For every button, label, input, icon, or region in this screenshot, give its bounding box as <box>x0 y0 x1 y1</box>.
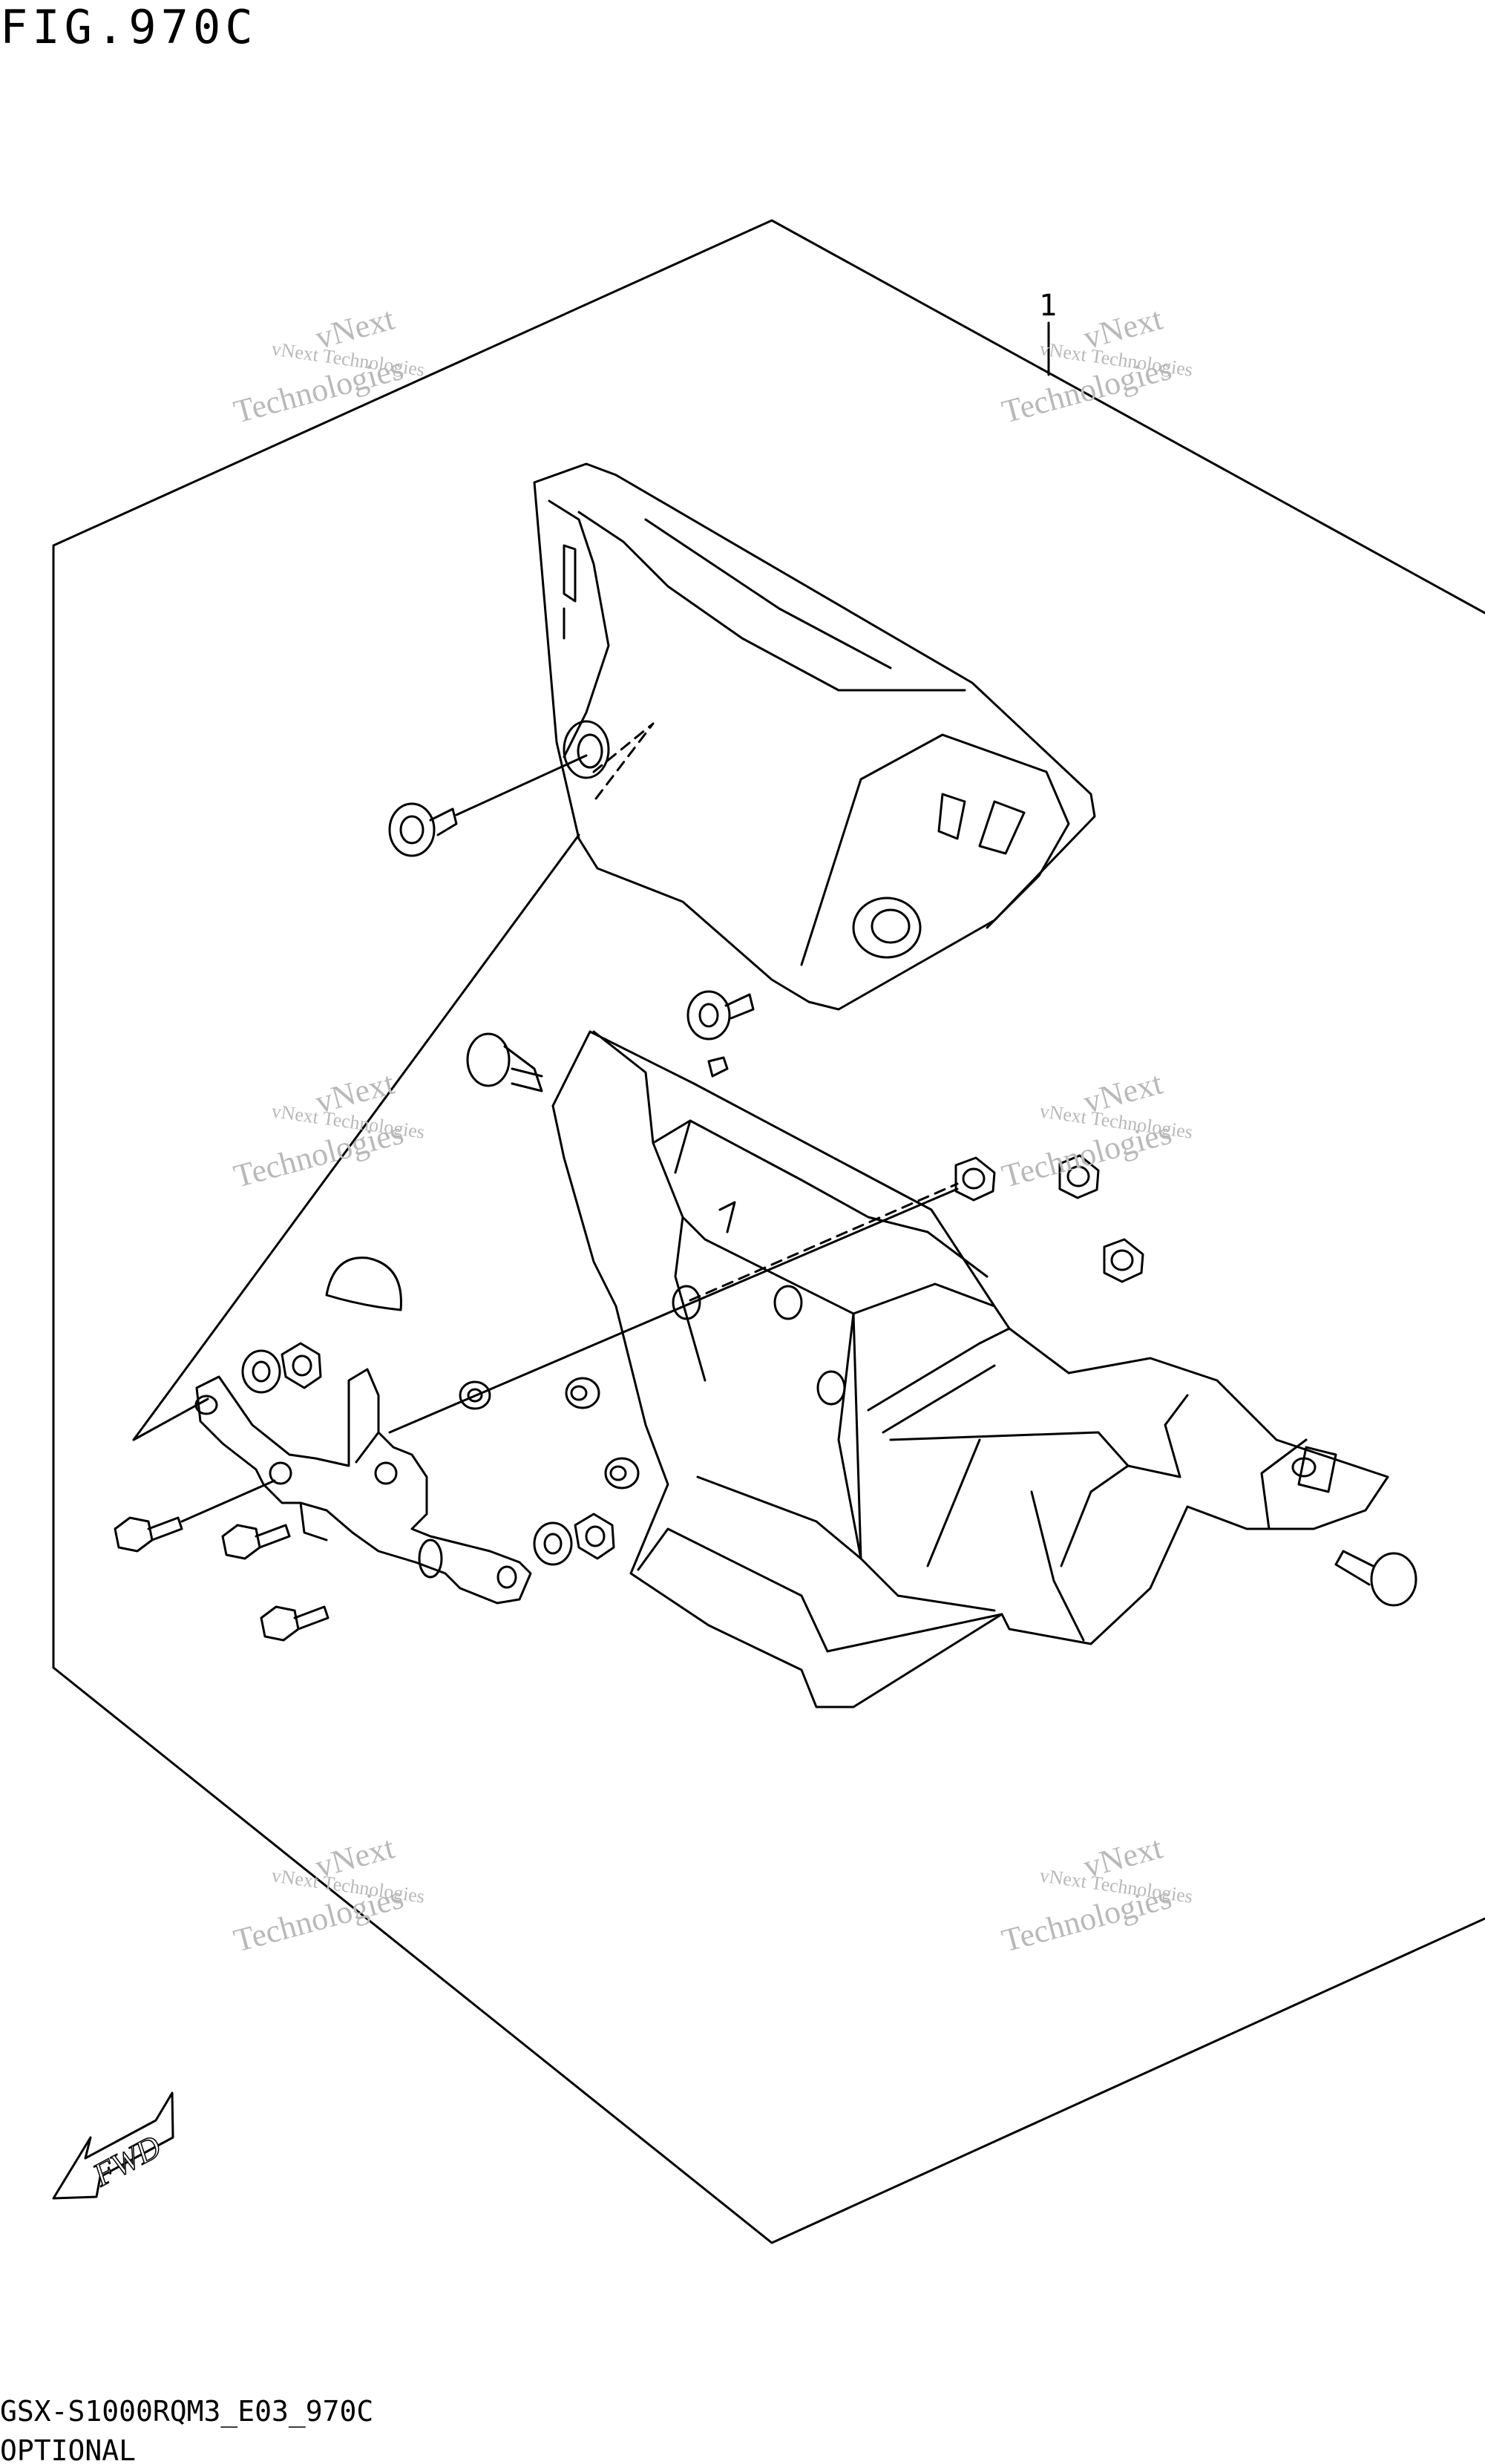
watermark-group: vNext Technologies vNext Technologies vN… <box>230 300 1194 1959</box>
upper-cover <box>533 462 1096 1011</box>
watermark-br: vNext Technologies vNext Technologies <box>998 1829 1194 1959</box>
watermark-mr: vNext Technologies vNext Technologies <box>998 1064 1194 1194</box>
screw-mid-upper <box>686 990 755 1041</box>
screw-long <box>466 1032 543 1092</box>
nut-right-1 <box>954 1156 996 1202</box>
washer-left-2 <box>533 1521 573 1566</box>
bolt-left-3 <box>260 1605 330 1642</box>
nut-left-2 <box>574 1513 615 1560</box>
optional-note: OPTIONAL <box>0 2434 136 2464</box>
watermark-bl: vNext Technologies vNext Technologies <box>230 1829 426 1959</box>
spacer-2 <box>565 1377 600 1409</box>
dash-leader-2 <box>689 1182 959 1302</box>
fwd-label: FWD <box>87 2128 167 2194</box>
rubber-pad <box>325 1256 402 1311</box>
spacer-3 <box>604 1457 640 1490</box>
washer-left-1 <box>241 1349 281 1394</box>
leader-line-3 <box>388 1187 959 1434</box>
nut-right-2 <box>1058 1154 1100 1199</box>
part-callout-number: 1 <box>1039 289 1057 323</box>
dash-leader-1 <box>592 722 655 803</box>
bolt-right <box>1334 1550 1417 1607</box>
watermark-tl: vNext Technologies vNext Technologies <box>230 300 426 430</box>
meter-bracket <box>194 1368 532 1605</box>
watermark-text: vNext <box>312 300 399 355</box>
fwd-arrow-icon <box>52 2091 174 2200</box>
iso-frame <box>52 219 1485 2244</box>
screw-upper-left <box>388 754 588 857</box>
bolt-left-2 <box>221 1524 291 1560</box>
spacer-1 <box>459 1380 491 1410</box>
figure-title: FIG.970C <box>0 0 258 54</box>
model-code: GSX-S1000RQM3_E03_970C <box>0 2395 373 2428</box>
watermark-text: vNext <box>1080 300 1167 355</box>
nut-right-3 <box>1103 1238 1144 1283</box>
nut-left-1 <box>281 1342 322 1389</box>
main-bracket-body <box>551 1030 1389 1708</box>
bolt-left-1 <box>114 1479 276 1553</box>
guide-line <box>132 833 580 1441</box>
watermark-tr: vNext Technologies vNext Technologies <box>998 300 1194 430</box>
